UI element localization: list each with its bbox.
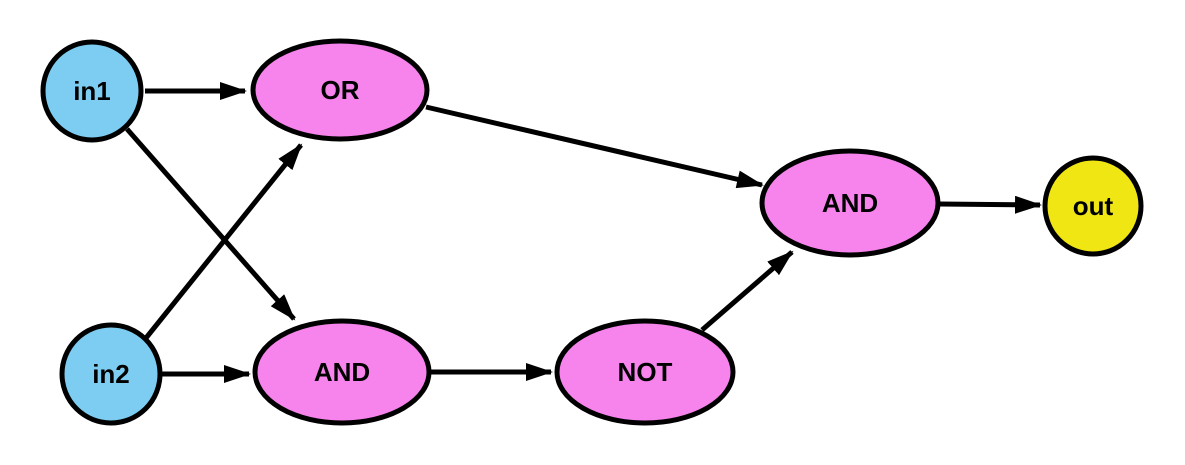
- input-node-shape: [40, 39, 144, 143]
- node-and1: AND: [252, 318, 432, 426]
- node-out: out: [1042, 155, 1144, 257]
- edge-layer: [125, 82, 1042, 383]
- node-not: NOT: [554, 318, 736, 426]
- input-node-shape: [59, 322, 163, 426]
- gate-node-shape: [252, 318, 432, 426]
- output-node-shape: [1042, 155, 1144, 257]
- node-label: in1: [73, 76, 111, 106]
- node-in1: in1: [40, 39, 144, 143]
- node-label: out: [1073, 191, 1114, 221]
- gate-node-shape: [759, 148, 941, 258]
- node-label: NOT: [618, 357, 673, 387]
- node-in2: in2: [59, 322, 163, 426]
- node-label: in2: [92, 359, 130, 389]
- node-and2: AND: [759, 148, 941, 258]
- edge-in2-or: [144, 143, 303, 340]
- edge-in1-and1: [125, 127, 296, 321]
- node-label: OR: [321, 75, 360, 105]
- gate-node-shape: [554, 318, 736, 426]
- edge-and2-out: [938, 195, 1042, 214]
- gate-node-shape: [250, 38, 430, 142]
- node-label: AND: [314, 357, 370, 387]
- node-label: AND: [822, 188, 878, 218]
- edge-not-and2: [700, 250, 794, 332]
- node-or: OR: [250, 38, 430, 142]
- edge-or-and2: [425, 104, 764, 189]
